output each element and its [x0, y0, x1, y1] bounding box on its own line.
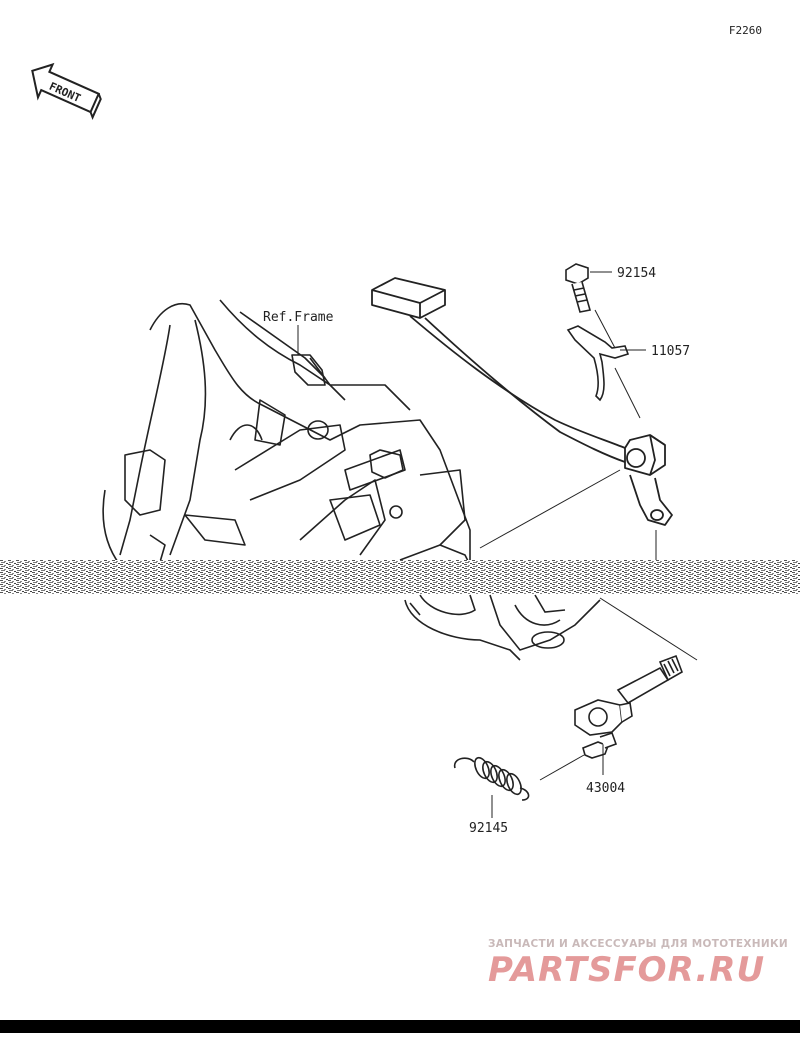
- figure-code: F2260: [728, 24, 762, 37]
- frame-drawing: [102, 299, 471, 566]
- frame-lower-drawing: [404, 594, 601, 661]
- bolt-drawing: [565, 263, 592, 313]
- label-11057: 11057: [651, 344, 690, 359]
- leader-lines: [297, 271, 698, 818]
- bottom-bar: [0, 1020, 800, 1033]
- watermark-subtitle: ЗАПЧАСТИ И АКСЕССУАРЫ ДЛЯ МОТОТЕХНИКИ: [488, 938, 788, 950]
- front-arrow-icon: FRONT: [31, 62, 102, 120]
- watermark-logo: PARTSFOR.RU: [488, 950, 766, 990]
- brake-pedal-drawing: [371, 277, 673, 526]
- label-43004: 43004: [586, 781, 625, 796]
- label-92154: 92154: [617, 266, 656, 281]
- label-92145: 92145: [469, 821, 508, 836]
- label-ref-frame: Ref.Frame: [263, 310, 334, 325]
- bracket-drawing: [566, 325, 630, 402]
- spring-drawing: [453, 756, 530, 801]
- shaft-drawing: [574, 654, 683, 759]
